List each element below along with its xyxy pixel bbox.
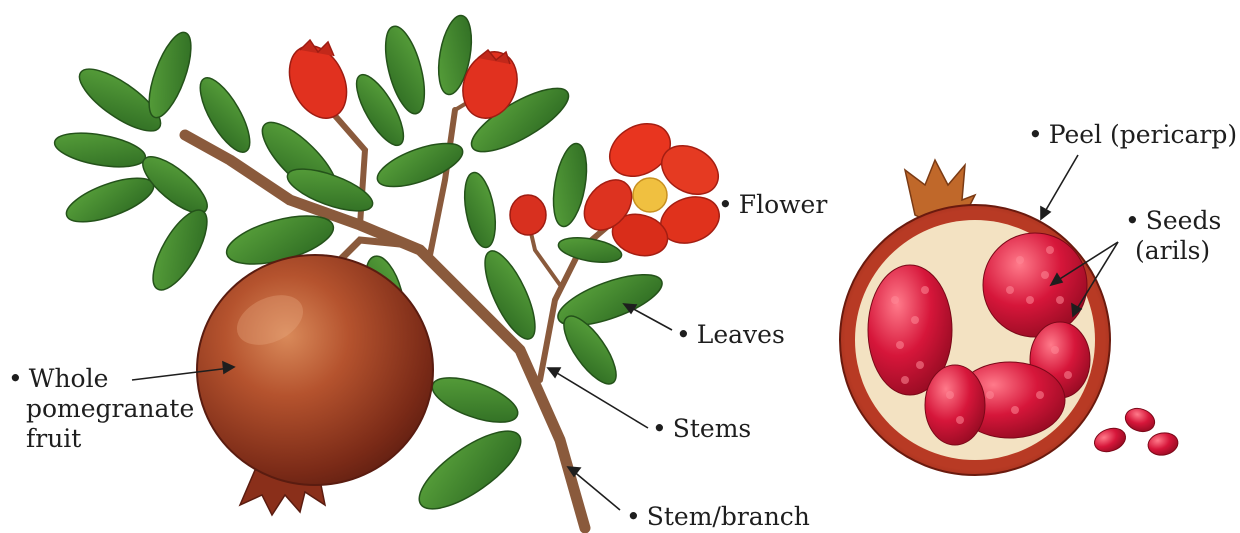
loose-aril-2 [1122, 405, 1158, 436]
side-stem-bud-top-left [340, 120, 365, 150]
loose-aril-3 [1146, 431, 1179, 458]
label-stems: •Stems [652, 414, 751, 444]
fruit-body [197, 255, 433, 485]
label-whole-fruit: •Whole pomegranate fruit [8, 364, 194, 454]
bullet: • [652, 414, 667, 443]
leaf-22 [427, 369, 523, 432]
whole-fruit-illustration [197, 255, 433, 515]
loose-aril-1 [1091, 424, 1129, 456]
leader-leaves [628, 306, 672, 330]
bullet: • [8, 364, 23, 393]
bud-top-left [278, 37, 357, 128]
flowers-illustration [278, 37, 727, 262]
bullet: • [676, 320, 691, 349]
aril-cluster-lower-left [925, 365, 985, 445]
side-stem-upper [430, 110, 455, 255]
leaf-3 [61, 169, 158, 231]
bullet: • [1028, 120, 1043, 149]
bullet: • [626, 502, 641, 531]
leader-peel [1043, 155, 1078, 215]
leaf-16 [460, 170, 501, 250]
label-seeds: •Seeds (arils) [1125, 206, 1221, 266]
leaf-4 [141, 28, 200, 123]
leaf-14 [372, 135, 468, 196]
aril-cluster-top [983, 233, 1087, 337]
loose-arils [1091, 405, 1179, 458]
leaf-19 [475, 245, 545, 346]
bud-small [510, 195, 546, 235]
label-leaves: •Leaves [676, 320, 785, 350]
label-stem-branch: •Stem/branch [626, 502, 810, 532]
bullet: • [718, 190, 733, 219]
leaf-23 [408, 418, 532, 523]
label-flower: •Flower [718, 190, 827, 220]
flower-bloom [575, 113, 727, 261]
bullet: • [1125, 206, 1140, 235]
leaf-2 [52, 127, 148, 173]
label-peel: •Peel (pericarp) [1028, 120, 1237, 150]
leaf-7 [143, 203, 217, 298]
